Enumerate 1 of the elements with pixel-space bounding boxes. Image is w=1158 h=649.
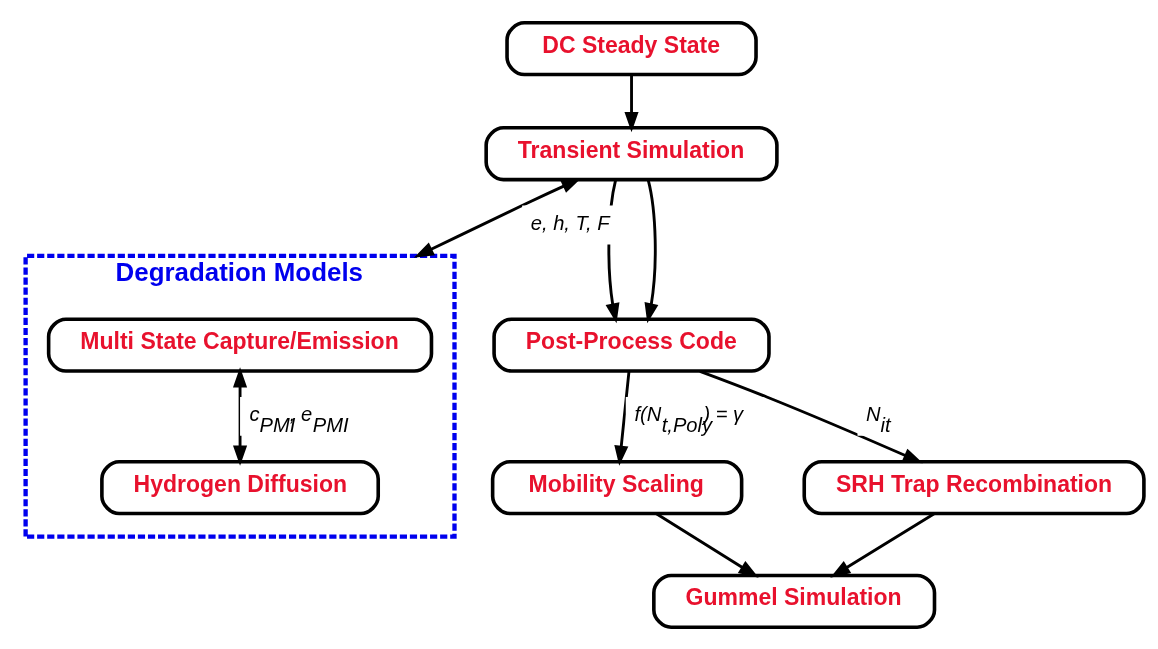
edge-label: e, h, T, F [530, 211, 610, 234]
